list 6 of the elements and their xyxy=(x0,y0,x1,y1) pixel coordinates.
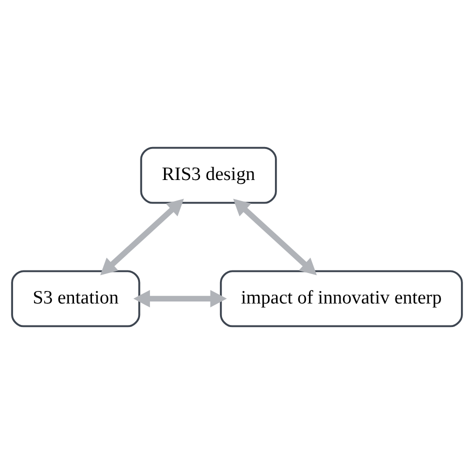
arrow xyxy=(233,198,317,276)
node-box: S3 entation xyxy=(11,270,140,328)
node-box: impact of innovativ enterp xyxy=(220,270,463,328)
node-box: RIS3 design xyxy=(140,146,277,204)
arrow xyxy=(100,198,184,276)
arrow xyxy=(133,290,227,308)
